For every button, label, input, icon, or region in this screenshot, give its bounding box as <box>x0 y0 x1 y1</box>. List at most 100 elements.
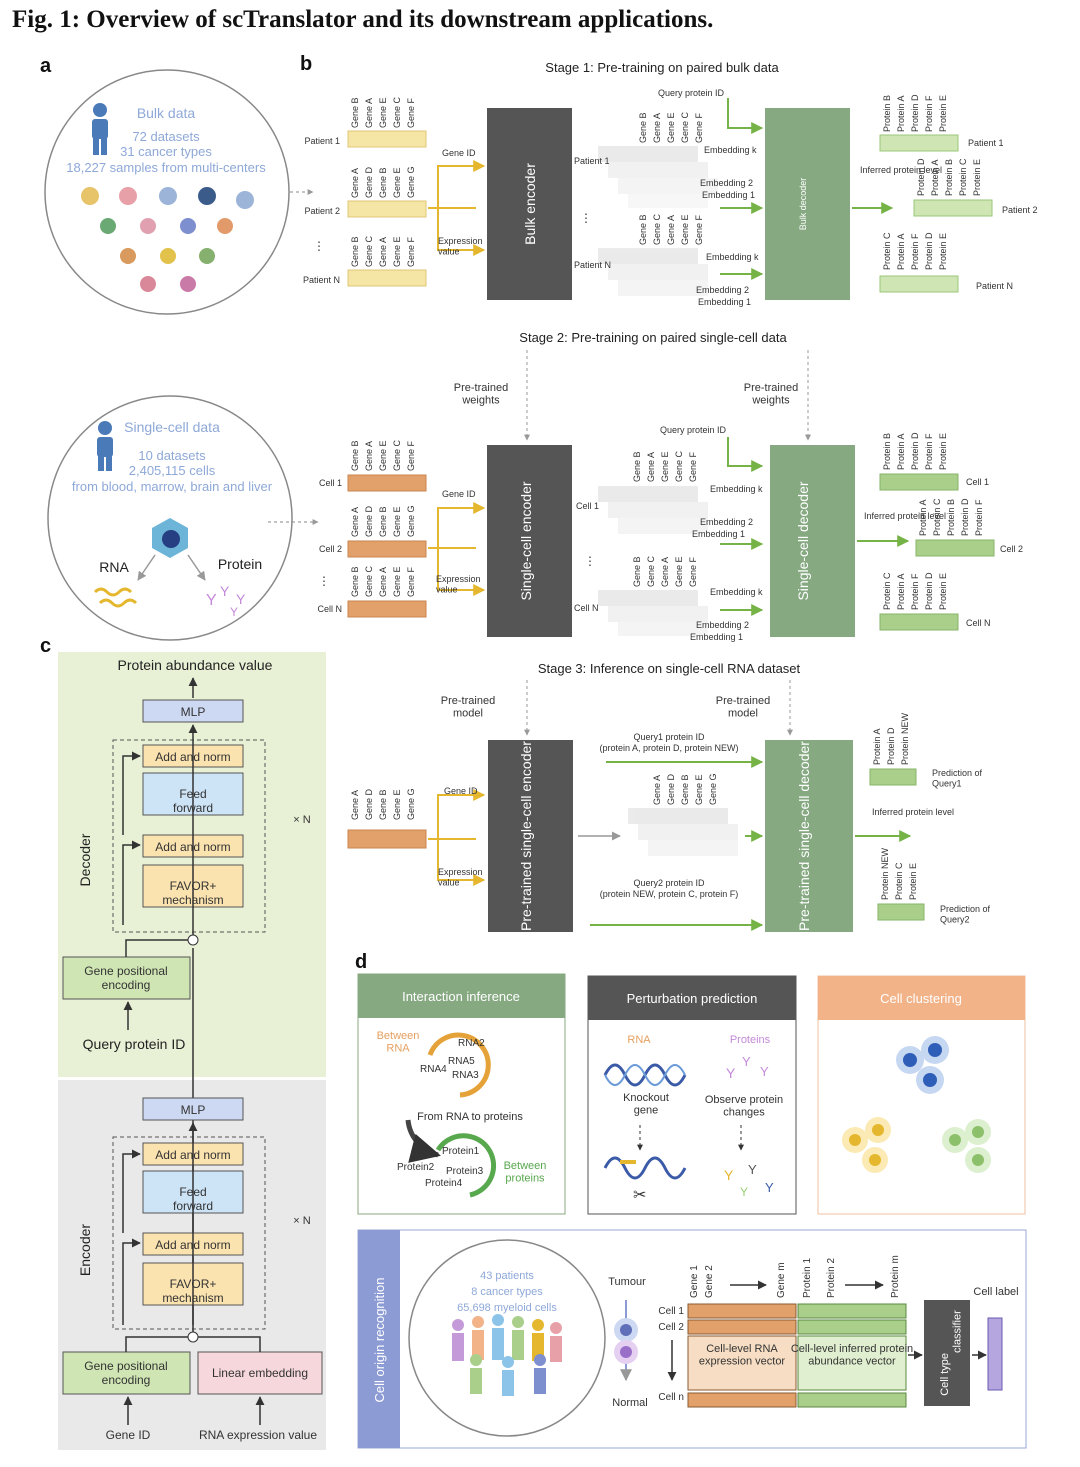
gene-label: Gene F <box>694 214 704 245</box>
ellipsis: ⋮ <box>318 574 330 588</box>
gene-label: Gene C <box>674 450 684 482</box>
protein-row-3: Protein C Protein A Protein F Protein D … <box>879 232 1013 293</box>
rna5-label: RNA5 <box>448 1056 475 1067</box>
protein-label: Protein B <box>882 95 892 132</box>
interaction-title: Interaction inference <box>402 989 520 1004</box>
linear-embedding <box>197 1351 323 1395</box>
rna-expression-input-label: RNA expression value <box>199 1428 317 1442</box>
gene-label: Gene F <box>688 556 698 587</box>
gene-labels-embed-3: Gene B Gene A Gene E Gene C Gene F <box>632 450 698 482</box>
gene-row-3: Gene B Gene C Gene A Gene E Gene F <box>347 235 427 287</box>
protein-label: Protein C <box>894 862 904 900</box>
bulk-encoder <box>487 108 572 300</box>
cellN-label: Cell N <box>317 604 342 614</box>
protein-label: Protein B <box>944 159 954 196</box>
protein-label: Protein C <box>932 498 942 536</box>
embedding-2-label: Embedding 2 <box>700 178 753 188</box>
gene-label: Gene E <box>392 167 402 198</box>
gene-label: Gene m <box>776 1262 787 1298</box>
sc-protein-row-2: Protein A Protein C Protein B Protein D … <box>915 498 1023 557</box>
protein-label: Protein D <box>924 572 934 610</box>
gene-label: Gene F <box>406 440 416 471</box>
decoder-gene-positional <box>62 956 191 1000</box>
protein-label: Protein A <box>896 573 906 610</box>
rna-cycle-arrow <box>427 1032 491 1098</box>
panel-b: Stage 1: Pre-training on paired bulk dat… <box>303 60 1038 932</box>
gene-label: Gene G <box>406 505 416 537</box>
gene-label: Gene C <box>364 565 374 597</box>
rna4-label: RNA4 <box>420 1064 447 1075</box>
protein-label: Protein C <box>882 232 892 270</box>
protein-label: Protein 1 <box>802 1258 813 1298</box>
embedding-1-label: Embedding 1 <box>692 529 745 539</box>
gene-label: Gene A <box>364 441 374 471</box>
gene-label: Gene E <box>392 506 402 537</box>
patient2-out-label: Patient 2 <box>1002 205 1038 215</box>
protein3-label: Protein3 <box>446 1166 484 1177</box>
protein-label: Protein F <box>910 233 920 270</box>
panel-label-a: a <box>40 55 52 77</box>
panel-label-d: d <box>355 951 367 973</box>
rna3-label: RNA3 <box>452 1070 479 1081</box>
gene-label: Gene B <box>350 236 360 267</box>
scissors-icon: ✂ <box>633 1187 646 1204</box>
cell1-embed-label: Cell 1 <box>576 501 599 511</box>
rna-label: RNA <box>99 559 129 575</box>
svg-text:Y: Y <box>765 1180 774 1195</box>
ellipsis: ⋮ <box>580 211 592 225</box>
protein-label: Protein A <box>918 499 928 536</box>
cell1-label: Cell 1 <box>319 478 342 488</box>
yellow-cluster-icon <box>842 1117 891 1173</box>
protein-label: Protein 2 <box>826 1258 837 1298</box>
protein-label: Protein D <box>960 498 970 536</box>
bulk-line2: 31 cancer types <box>120 144 212 159</box>
single-cell-decoder <box>770 445 855 637</box>
gene-label: Gene A <box>646 452 656 482</box>
ellipsis: ⋮ <box>584 554 596 568</box>
perturbation-title: Perturbation prediction <box>627 991 758 1006</box>
clustering-title: Cell clustering <box>880 991 962 1006</box>
svg-text:Y: Y <box>742 1054 751 1069</box>
interaction-header <box>358 974 565 1018</box>
celln-label: Cell n <box>658 1392 684 1403</box>
gene-label: Gene B <box>350 97 360 128</box>
svg-text:Y: Y <box>726 1065 736 1081</box>
protein-label: Protein <box>218 556 262 572</box>
gene-label: Gene B <box>680 774 690 805</box>
gene-id-label: Gene ID <box>442 148 476 158</box>
bulk-line1: 72 datasets <box>132 129 200 144</box>
gene-label: Gene G <box>406 788 416 820</box>
sc-line2: 2,405,115 cells <box>129 463 216 478</box>
encoder-gene-positional <box>62 1351 191 1395</box>
pt-sc-decoder-label: Pre-trained single-cell decoder <box>796 741 812 931</box>
cell-type-classifier <box>924 1300 970 1406</box>
embedding-stack-2 <box>598 248 708 296</box>
dna-icon <box>603 1156 687 1180</box>
gene-label: Gene C <box>364 235 374 267</box>
patientN-label: Patient N <box>303 275 340 285</box>
gene-id-label-3: Gene ID <box>444 786 478 796</box>
inferred-protein-level-2: Inferred protein level <box>864 511 946 521</box>
organ-icons <box>81 187 254 292</box>
encoder-label: Encoder <box>77 1224 93 1276</box>
gene-label: Gene D <box>364 505 374 537</box>
protein-label: Protein E <box>972 159 982 196</box>
sc-line1: 10 datasets <box>138 448 206 463</box>
query1-list: (protein A, protein D, protein NEW) <box>599 743 738 753</box>
label-vector <box>987 1317 1003 1391</box>
embedding-stack-1 <box>598 146 718 208</box>
gene-label: Gene B <box>378 167 388 198</box>
embedding-stack-3 <box>598 486 708 534</box>
gene-label: Gene C <box>392 96 402 128</box>
patient-crowd-icon <box>452 1314 562 1396</box>
embedding-k-label: Embedding k <box>710 484 763 494</box>
patient1-embed-label: Patient 1 <box>574 156 610 166</box>
rna-strands-icon <box>93 587 138 608</box>
